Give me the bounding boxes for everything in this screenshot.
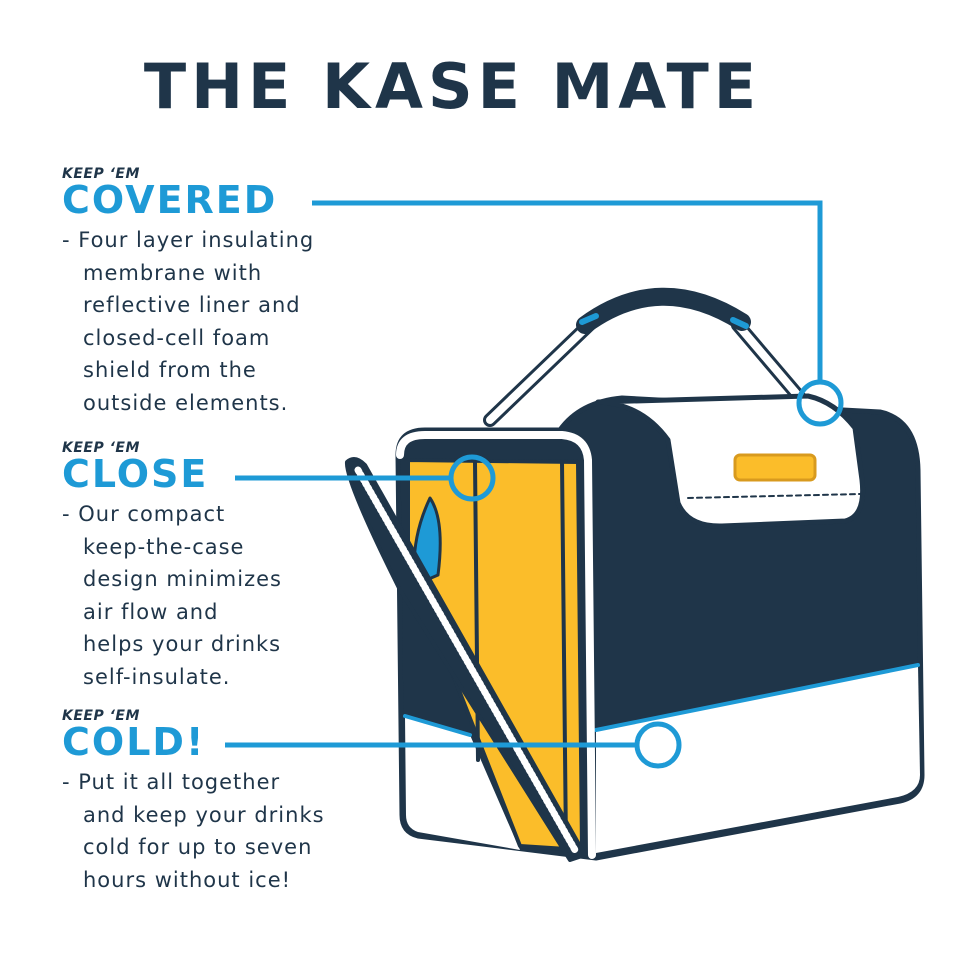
bottom-band xyxy=(596,665,920,853)
callout-marker-close xyxy=(448,454,496,502)
section-heading: COLD! xyxy=(62,720,206,764)
section-kicker: KEEP ‘EM xyxy=(62,166,140,182)
zipper-icon xyxy=(354,466,579,854)
callout-marker-covered xyxy=(796,379,844,427)
body-line: shield from the xyxy=(83,358,257,382)
section-body: - Put it all together and keep your drin… xyxy=(62,766,325,896)
body-line: - Put it all together xyxy=(62,770,281,794)
body-line: keep-the-case xyxy=(83,534,245,559)
body-line: reflective liner and xyxy=(83,293,301,317)
body-line: membrane with xyxy=(83,260,263,285)
section-heading: CLOSE xyxy=(62,452,209,496)
section-close: KEEP ‘EM CLOSE - Our compact keep-the-ca… xyxy=(62,440,282,693)
body-line: helps your drinks xyxy=(83,632,282,656)
section-covered: KEEP ‘EM COVERED - Four layer insulating… xyxy=(62,166,314,419)
handle-icon xyxy=(576,287,751,334)
body-line: outside elements. xyxy=(83,390,289,415)
body-line: and keep your drinks xyxy=(83,802,325,827)
section-body: - Our compact keep-the-case design minim… xyxy=(62,498,282,693)
section-body: - Four layer insulating membrane with re… xyxy=(62,224,314,419)
section-kicker: KEEP ‘EM xyxy=(62,440,140,456)
body-line: cold for up to seven xyxy=(83,835,313,859)
body-line: - Our compact xyxy=(62,502,226,526)
lid-panel xyxy=(595,393,866,529)
body-line: air flow and xyxy=(83,599,219,624)
body-line: design minimizes xyxy=(83,567,282,591)
callout-marker-cold xyxy=(634,721,682,769)
logo-tag xyxy=(733,453,817,482)
body-line: - Four layer insulating xyxy=(62,228,315,252)
callout-line-covered xyxy=(312,200,823,382)
section-kicker: KEEP ‘EM xyxy=(62,708,140,724)
body-line: hours without ice! xyxy=(83,867,292,892)
page-title: THE KASE MATE xyxy=(143,50,762,123)
body-line: closed-cell foam xyxy=(83,325,271,350)
section-cold: KEEP ‘EM COLD! - Put it all together and… xyxy=(62,708,325,896)
front-rim xyxy=(396,431,596,859)
body-line: self-insulate. xyxy=(83,664,231,689)
section-heading: COVERED xyxy=(62,178,278,222)
